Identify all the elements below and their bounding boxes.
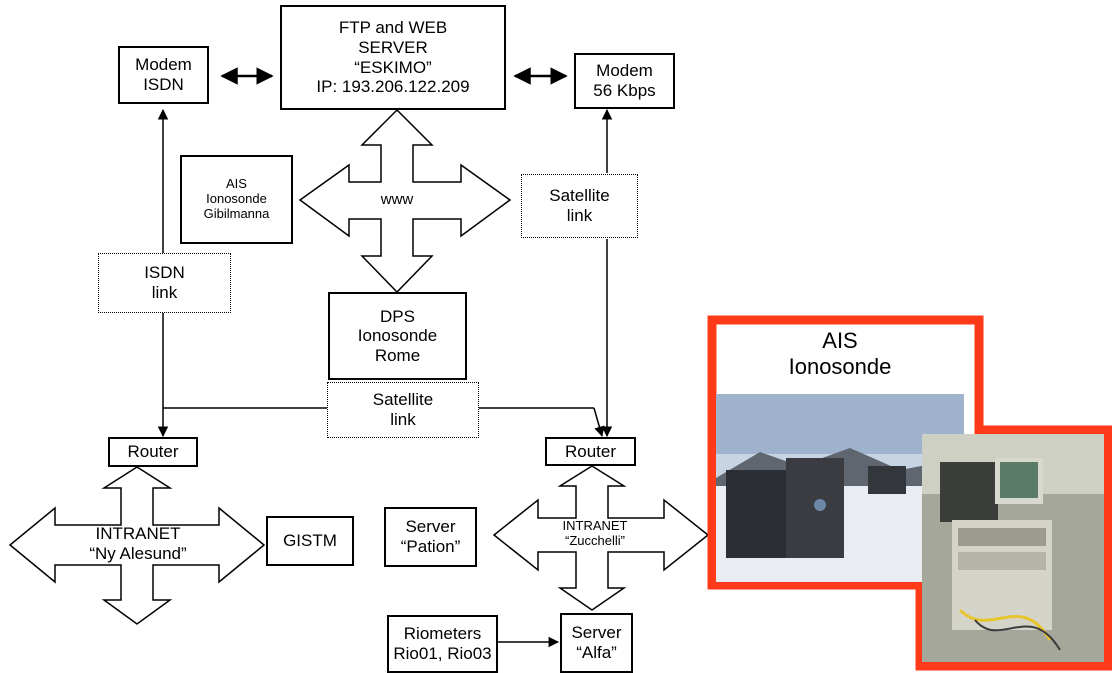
isdn-link-line1: ISDN: [144, 263, 185, 283]
riometers: Riometers Rio01, Rio03: [387, 615, 498, 673]
www-label: www: [380, 191, 414, 209]
riometers-line1: Riometers: [403, 624, 482, 644]
intranet-ny-alesund-label: INTRANET “Ny Alesund”: [58, 521, 218, 567]
intranet-right-line1: INTRANET: [562, 518, 628, 534]
modem-isdn: Modem ISDN: [118, 46, 209, 104]
router-right: Router: [545, 437, 636, 466]
intranet-right-line2: “Zucchelli”: [565, 533, 625, 548]
modem-isdn-line2: ISDN: [143, 75, 184, 94]
server-pation: Server “Pation”: [384, 507, 477, 567]
sat-mid-line2: link: [390, 410, 416, 429]
photo-title-line2: Ionosonde: [788, 354, 892, 380]
server-alfa: Server “Alfa”: [560, 613, 633, 673]
isdn-link-line2: link: [151, 283, 178, 302]
intranet-left-line2: “Ny Alesund”: [89, 544, 187, 563]
satellite-link-top: Satellite link: [521, 174, 638, 238]
server-line1: FTP and WEB: [338, 18, 448, 38]
intranet-zucchelli-label: INTRANET “Zucchelli”: [540, 514, 650, 554]
ais-gib-line1: AIS: [226, 176, 247, 192]
line-sat-mid-down: [593, 407, 605, 438]
sat-mid-line1: Satellite: [372, 390, 434, 410]
modem-56k-line1: Modem: [596, 61, 653, 81]
ais-gib-line2: Ionosonde: [206, 191, 267, 207]
gistm: GISTM: [266, 516, 354, 566]
pation-line2: “Pation”: [400, 537, 461, 556]
router-left: Router: [108, 437, 198, 467]
photo-title-line1: AIS: [822, 328, 858, 353]
server-line2: SERVER: [358, 37, 428, 57]
intranet-ny-alesund-cross-arrow: [8, 466, 266, 625]
alfa-line1: Server: [571, 623, 622, 643]
pation-line1: Server: [405, 517, 456, 537]
photo-panel-title: AIS Ionosonde: [760, 328, 920, 381]
modem-56k-line2: 56 Kbps: [593, 81, 656, 100]
intranet-left-line1: INTRANET: [95, 524, 181, 544]
sat-top-line2: link: [566, 206, 593, 225]
alfa-line2: “Alfa”: [576, 643, 617, 662]
ais-gib-line3: Gibilmanna: [203, 205, 270, 221]
dps-line2: Ionosonde: [357, 326, 438, 346]
photo-equipment-rack: [922, 434, 1104, 662]
dps-ionosonde-rome: DPS Ionosonde Rome: [328, 292, 467, 380]
modem-isdn-line1: Modem: [135, 55, 192, 75]
intranet-zucchelli-cross-arrow: [492, 465, 710, 611]
sat-top-line1: Satellite: [549, 186, 610, 206]
modem-56kbps: Modem 56 Kbps: [574, 53, 675, 109]
isdn-link: ISDN link: [98, 253, 231, 313]
dps-line3: Rome: [374, 345, 421, 365]
ftp-web-server-eskimo: FTP and WEB SERVER “ESKIMO” IP: 193.206.…: [280, 5, 506, 110]
dps-line1: DPS: [380, 306, 415, 326]
riometers-line2: Rio01, Rio03: [393, 644, 492, 663]
server-line3: “ESKIMO”: [354, 57, 432, 77]
ais-ionosonde-gibilmanna: AIS Ionosonde Gibilmanna: [180, 155, 293, 244]
satellite-link-mid: Satellite link: [327, 382, 479, 438]
server-ip: IP: 193.206.122.209: [316, 77, 470, 97]
